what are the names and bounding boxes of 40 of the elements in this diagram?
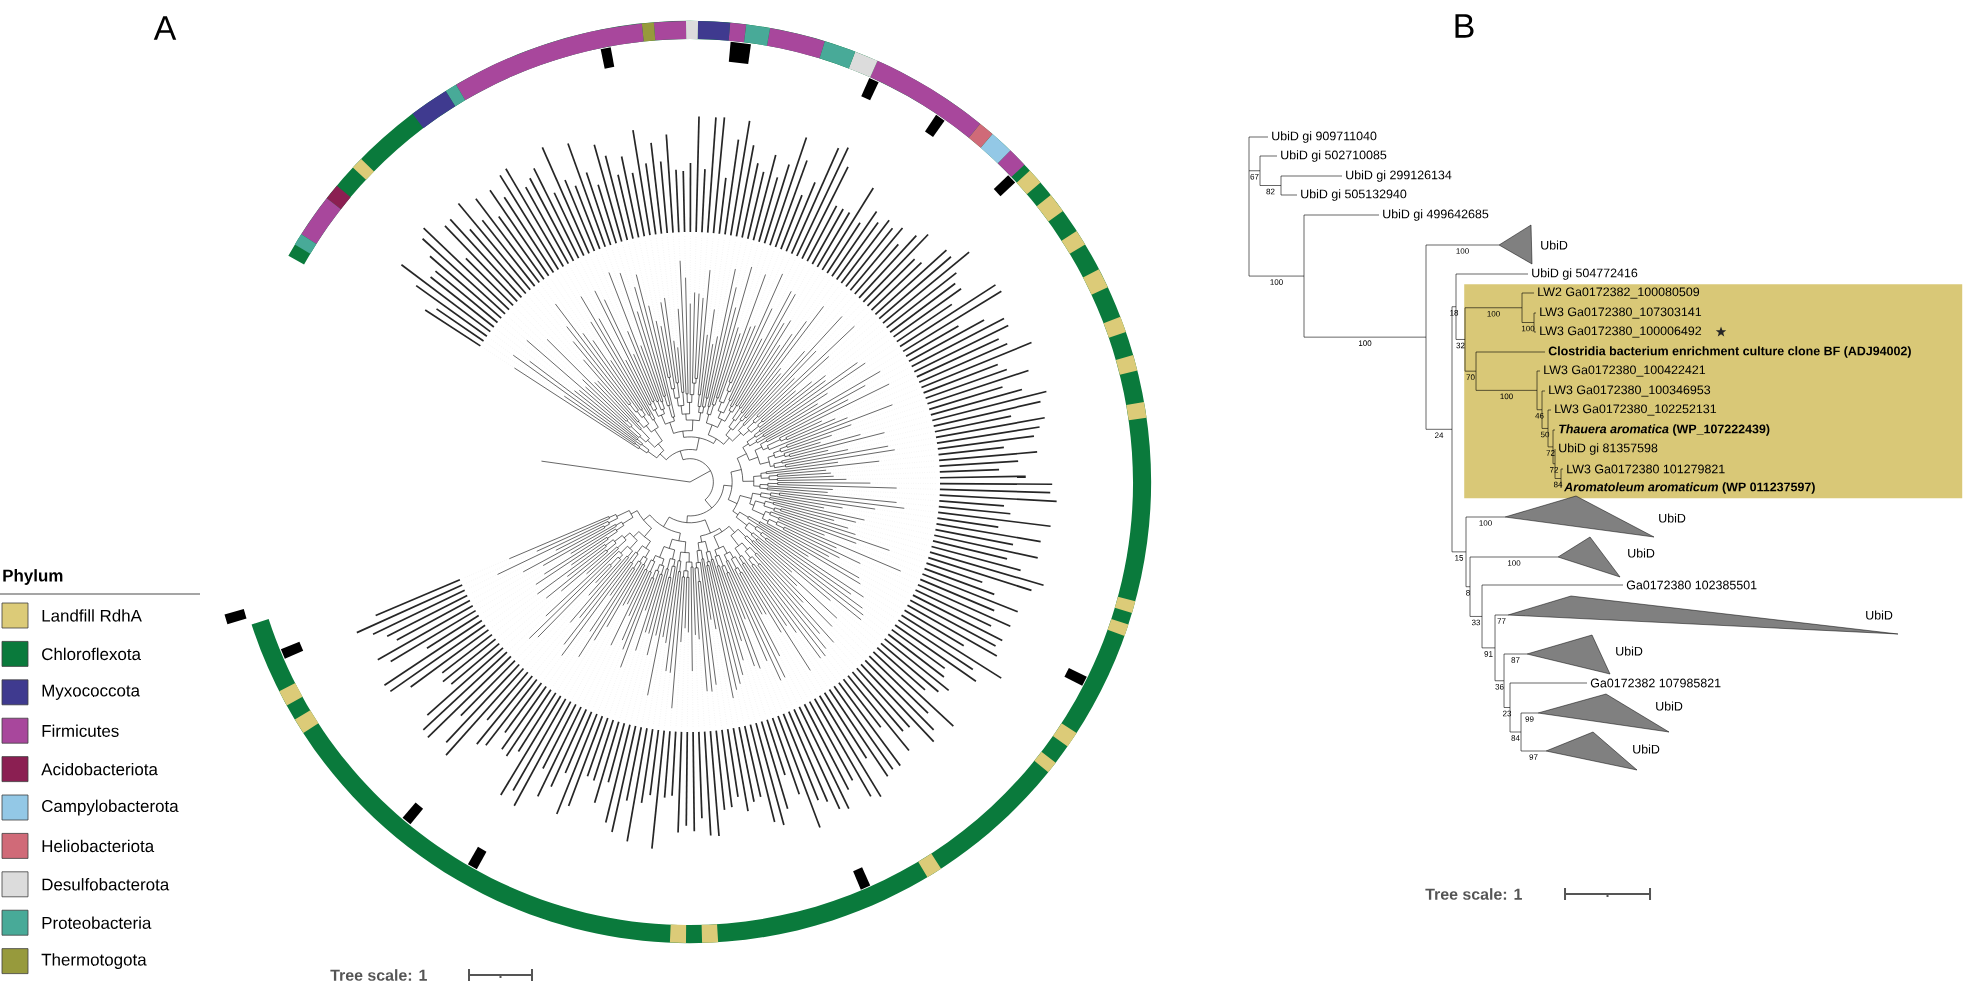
legend-label: Firmicutes [42, 724, 119, 737]
tip-label: LW3 Ga0172380_100346953 [1549, 385, 1711, 397]
clade-label: UbiD [1866, 610, 1893, 620]
legend-label: Landfill RdhA [42, 609, 142, 622]
clade-label: UbiD [1541, 240, 1568, 250]
tip-label: LW3 Ga0172380_100422421 [1544, 365, 1706, 377]
panel-letter: A [153, 16, 177, 40]
tip-label: UbiD gi 81357598 [1559, 443, 1658, 455]
scale-label: Tree scale: 1 [1425, 888, 1522, 900]
tip-label: UbiD gi 909711040 [1272, 131, 1377, 143]
clade-label: UbiD [1633, 744, 1660, 754]
tip-label: UbiD gi 502710085 [1281, 150, 1387, 162]
legend-label: Acidobacteriota [41, 762, 158, 776]
legend-label: Heliobacteriota [42, 839, 155, 853]
clade-label: UbiD [1656, 701, 1683, 711]
scale-label: Tree scale: 1 [330, 969, 427, 981]
tip-label: LW2 Ga0172382_100080509 [1538, 287, 1700, 299]
legend-label: Thermotogota [41, 953, 147, 969]
tip-label: UbiD gi 499642685 [1383, 209, 1489, 221]
panel-letter: B [1455, 14, 1474, 38]
tip-label: Clostridia bacterium enrichment culture clone BF (ADJ94002) [1548, 346, 1911, 358]
tip-label: Ga0172382 107985821 [1590, 678, 1721, 688]
legend-label: Proteobacteria [42, 916, 152, 929]
legend-label: Chloroflexota [42, 647, 141, 661]
tip-label: LW3 Ga0172380 101279821 [1567, 464, 1725, 474]
clade-label: UbiD [1628, 548, 1655, 558]
legend-title: Phylum [3, 569, 63, 585]
legend-label: Desulfobacterota [42, 878, 170, 891]
clade-label: UbiD [1659, 513, 1686, 523]
tip-label: Thauera aromatica (WP_107222439) [1559, 424, 1770, 436]
tip-label: Ga0172380 102385501 [1626, 580, 1757, 590]
tip-label: LW3 Ga0172380_100006492 [1540, 326, 1702, 338]
tip-label: UbiD gi 299126134 [1346, 170, 1452, 182]
tip-label: Aromatoleum aromaticum (WP 011237597) [1563, 482, 1815, 494]
tip-label: UbiD gi 505132940 [1301, 189, 1407, 201]
tip-label: LW3 Ga0172380_102252131 [1555, 404, 1717, 416]
clade-label: UbiD [1616, 646, 1643, 656]
tip-label: LW3 Ga0172380_107303141 [1540, 307, 1702, 319]
legend-label: Campylobacterota [42, 799, 179, 816]
legend-label: Myxococcota [42, 684, 141, 700]
